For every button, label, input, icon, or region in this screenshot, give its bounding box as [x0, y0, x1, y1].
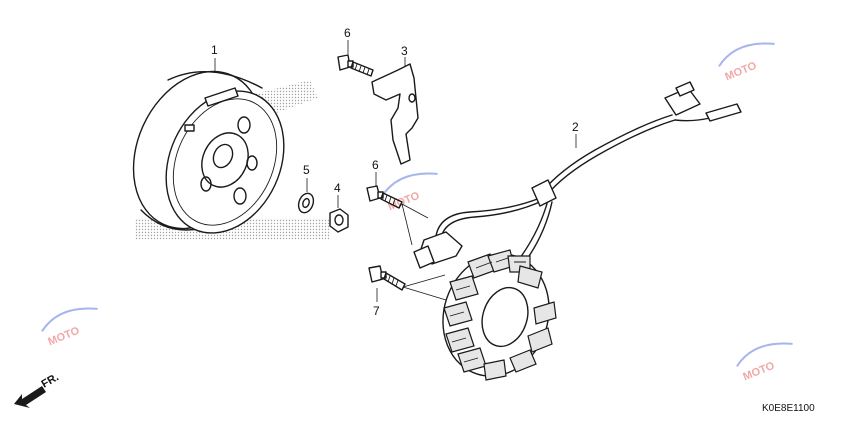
flange-bolt-top — [337, 54, 374, 77]
washer — [297, 192, 315, 214]
front-direction-label: FR. — [40, 371, 61, 390]
watermark-logo-top-right: MOTO — [718, 42, 775, 84]
callout-part-3: 3 — [401, 44, 408, 58]
watermark-text: MOTO — [741, 360, 776, 384]
watermark-logo-center: MOTO — [381, 172, 438, 214]
callout-part-5: 5 — [303, 163, 310, 177]
watermark-logo-bottom-right: MOTO — [736, 342, 793, 384]
callout-part-1: 1 — [211, 43, 218, 57]
diagram-code: K0E8E1100 — [762, 403, 815, 414]
callout-part-7: 7 — [373, 304, 380, 318]
callout-part-4: 4 — [334, 181, 341, 195]
stator-assembly — [413, 81, 742, 381]
watermark-text: MOTO — [386, 190, 421, 214]
watermark-logo-bottom-left: MOTO — [41, 307, 98, 349]
watermark-text: MOTO — [46, 325, 81, 349]
front-direction-indicator: FR. — [14, 371, 61, 408]
flange-nut — [329, 208, 349, 233]
flange-bolt-lower — [368, 265, 406, 291]
callout-part-2: 2 — [572, 120, 579, 134]
callout-part-6-middle: 6 — [372, 158, 379, 172]
wire-clamp-bracket — [371, 63, 419, 165]
watermark-text: MOTO — [723, 60, 758, 84]
leader-lines — [214, 40, 577, 302]
arrow-icon — [14, 386, 46, 408]
flywheel-rotor — [132, 70, 285, 234]
flange-bolt-middle — [366, 185, 403, 209]
callout-part-6-top: 6 — [344, 26, 351, 40]
